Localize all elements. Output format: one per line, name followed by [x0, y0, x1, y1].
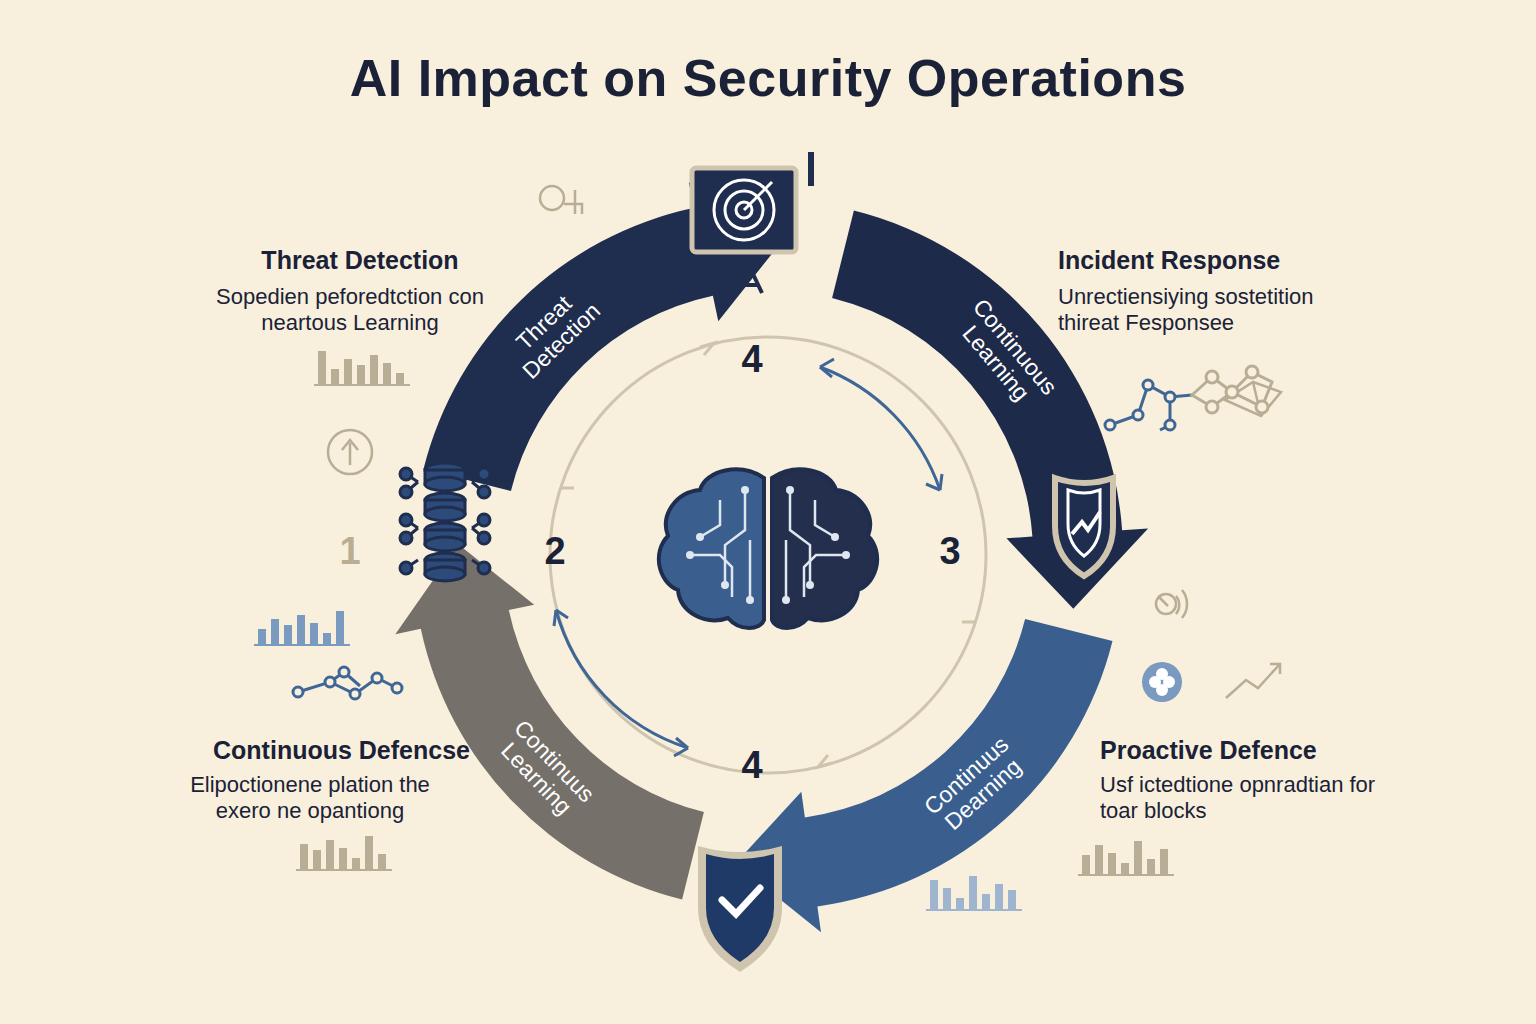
- inner-ring: [550, 337, 986, 773]
- section-heading: Threat Detection: [210, 246, 510, 275]
- ring-tick: [818, 755, 832, 767]
- callout-number: 4: [727, 338, 777, 381]
- network-graph: [1105, 380, 1192, 430]
- ring-tick: [560, 487, 574, 490]
- section-body: Elipoctionene plation the exero ne opant…: [170, 772, 450, 825]
- section-body: Unrectiensiying sostetition thireat Fesp…: [1058, 284, 1358, 337]
- band-path: [424, 182, 779, 491]
- callout-number: 1: [325, 530, 375, 573]
- callout-number: 4: [727, 744, 777, 787]
- section-heading: Continuous Defencse: [150, 736, 470, 765]
- cycle-arrow-band: Continuus Dearning: [731, 615, 1117, 937]
- arrow-head: [554, 610, 688, 756]
- callout-number: 2: [530, 530, 580, 573]
- band-path: [736, 619, 1113, 932]
- band-shape: [391, 540, 708, 904]
- brain-icon: [659, 469, 877, 628]
- band-path: [395, 544, 704, 899]
- section-body: Sopedien peforedtction con neartous Lear…: [200, 284, 500, 337]
- callout-number: 3: [925, 530, 975, 573]
- title: AI Impact on Security Operations: [0, 48, 1536, 108]
- double-arrow: [556, 610, 688, 748]
- network-graph: [293, 667, 402, 699]
- ring-tick: [700, 343, 714, 355]
- band-shape: [419, 178, 783, 495]
- decor-badge: [1142, 662, 1182, 702]
- section-body: Usf ictedtione opnradtian for toar block…: [1100, 772, 1400, 825]
- double-arrow: [820, 367, 940, 490]
- section-heading: Proactive Defence: [1100, 736, 1400, 765]
- section-heading: Incident Response: [1058, 246, 1358, 275]
- cycle-arrow-band: Continuus Learning: [391, 540, 708, 904]
- band-shape: [731, 615, 1117, 937]
- cycle-arrow-band: Threat Detection: [419, 178, 783, 495]
- ring-tick: [962, 621, 976, 624]
- arrow-head: [820, 359, 942, 490]
